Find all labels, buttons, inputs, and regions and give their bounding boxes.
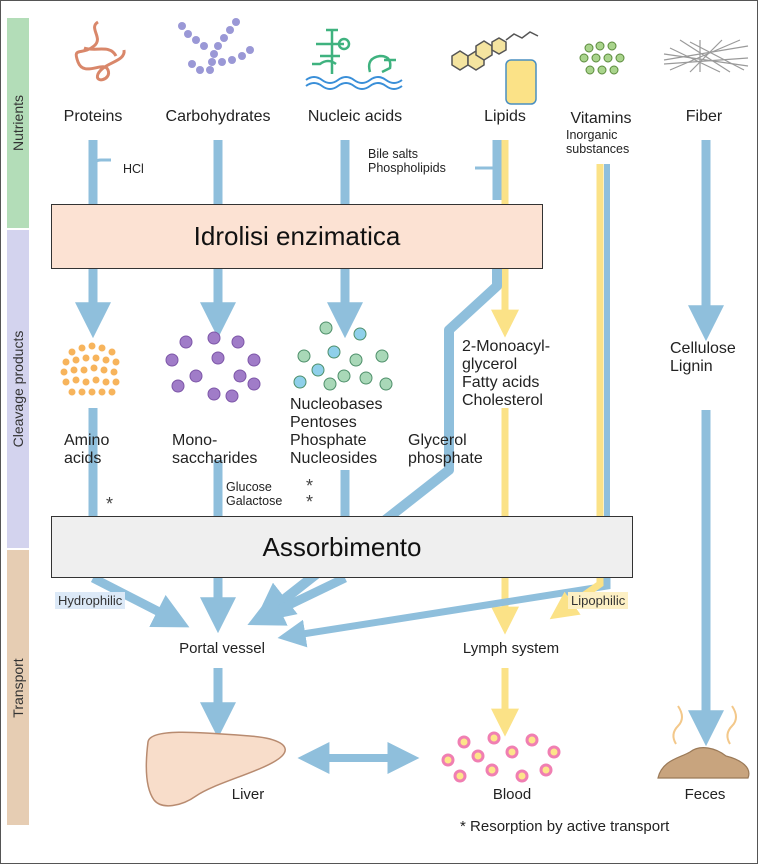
inorganic-line-1: Inorganic [566, 128, 618, 142]
label-liver: Liver [231, 786, 265, 803]
star-amino: * [106, 494, 114, 514]
nucleic-acid-illustration [312, 28, 396, 74]
amino-acid-dots [60, 342, 120, 396]
lipid-chain-block [505, 59, 537, 105]
label-lipid-products: 2-Monoacyl- glycerol Fatty acids Cholest… [462, 338, 550, 410]
transport-band: Transport [7, 550, 29, 825]
nucleo-line-4: Nucleosides [290, 450, 378, 467]
lipophilic-tag: Lipophilic [568, 592, 629, 609]
label-amino-acids: Amino acids [64, 432, 109, 468]
feces-shape [657, 747, 750, 779]
odor-lines [672, 705, 737, 745]
label-nucleic-products: Nucleobases Pentoses Phosphate Nucleosid… [290, 396, 383, 468]
lipid-line-3: Fatty acids [462, 374, 540, 391]
glycerol-line-2: phosphate [408, 450, 483, 467]
nucleo-line-3: Phosphate [290, 432, 367, 449]
hydrolysis-box: Idrolisi enzimatica [51, 204, 543, 269]
label-hcl: HCl [123, 162, 144, 176]
amino-line-1: Amino [64, 432, 110, 449]
monosaccharide-dots [165, 331, 261, 403]
nucleo-line-2: Pentoses [290, 414, 357, 431]
lipid-line-1: 2-Monoacyl- [462, 338, 551, 355]
nucleo-to-portal-arrow [247, 573, 347, 626]
star-glucose: * [306, 476, 314, 496]
label-inorganic-substances: Inorganic substances [566, 128, 629, 156]
mono-line-2: saccharides [172, 450, 258, 467]
liver-shape [145, 731, 286, 807]
cellulose-line-1: Cellulose [670, 340, 736, 357]
hcl-branch [91, 158, 111, 169]
lipid-illustration [451, 31, 539, 71]
bile-line-1: Bile salts [368, 147, 419, 161]
label-proteins: Proteins [63, 108, 123, 125]
nucleo-line-1: Nucleobases [290, 396, 383, 413]
label-glycerol-phosphate: Glycerol phosphate [408, 432, 483, 468]
carbohydrate-illustration [178, 18, 254, 74]
footnote-text: Resorption by active transport [470, 818, 670, 835]
cleavage-band: Cleavage products [7, 230, 29, 548]
label-monosaccharides: Mono- saccharides [172, 432, 257, 468]
label-nucleic-acids: Nucleic acids [307, 108, 403, 125]
label-lymph-system: Lymph system [462, 640, 560, 657]
label-sugars: Glucose Galactose [226, 480, 282, 508]
label-fiber: Fiber [685, 108, 723, 125]
footnote: * Resorption by active transport [460, 818, 669, 836]
sugars-line-1: Glucose [226, 480, 272, 494]
label-vitamins: Vitamins [570, 110, 632, 127]
glycerol-line-1: Glycerol [408, 432, 467, 449]
bile-line-2: Phospholipids [368, 161, 446, 175]
lipid-line-2: glycerol [462, 356, 518, 373]
label-bile: Bile salts Phospholipids [368, 147, 446, 175]
cellulose-line-2: Lignin [670, 358, 713, 375]
label-feces: Feces [684, 786, 726, 803]
vitamin-illustration [579, 41, 625, 75]
label-cellulose-lignin: Cellulose Lignin [670, 340, 736, 376]
star-galactose: * [306, 492, 314, 512]
sugars-line-2: Galactose [226, 494, 283, 508]
label-lipids: Lipids [484, 108, 526, 125]
nutrients-band: Nutrients [7, 18, 29, 228]
amino-line-2: acids [64, 450, 102, 467]
label-carbohydrates: Carbohydrates [165, 108, 271, 125]
inorganic-line-2: substances [566, 142, 630, 156]
lipid-line-4: Cholesterol [462, 392, 543, 409]
vitamins-to-portal-arrow [277, 578, 611, 648]
blood-cells [441, 731, 561, 783]
protein-illustration [74, 20, 126, 82]
label-portal-vessel: Portal vessel [179, 640, 265, 657]
absorption-box: Assorbimento [51, 516, 633, 578]
label-blood: Blood [492, 786, 532, 803]
mono-line-1: Mono- [172, 432, 218, 449]
nucleic-wave-2 [305, 82, 403, 90]
amino-to-portal-arrow [90, 573, 190, 628]
footnote-star: * [460, 818, 466, 835]
nucleic-wave [305, 76, 403, 84]
nucleobase-dots [293, 321, 393, 391]
fiber-illustration [663, 39, 749, 73]
hydrophilic-tag: Hydrophilic [55, 592, 126, 609]
